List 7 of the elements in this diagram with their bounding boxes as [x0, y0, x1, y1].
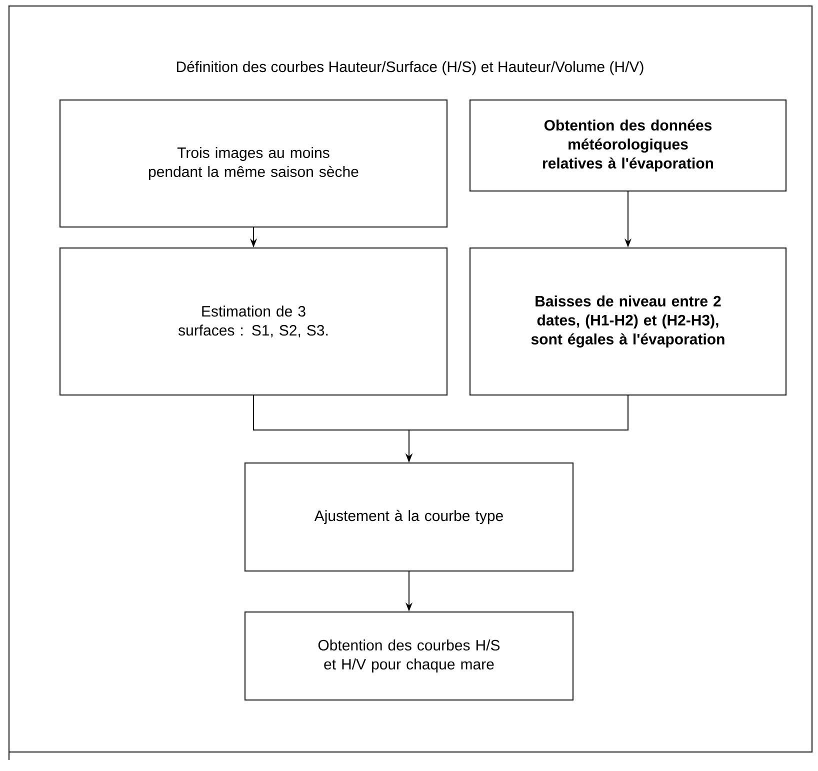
process-box: Obtention des courbes H/S et H/V pour chaque mare — [244, 612, 574, 700]
process-box: Ajustement à la courbe type — [244, 462, 574, 572]
title: Définition des courbes Hauteur/Surface (H/S) et Hauteur/Volume (H/V) — [176, 60, 644, 76]
process-box: Baisses de niveau entre 2 dates, (H1-H2) et (H2-H3), sont égales à l'évaporation — [470, 248, 787, 396]
process-box: Estimation de 3 surfaces : S1, S2, S3. — [60, 248, 448, 396]
process-box: Obtention des données météorologiques relatives à l'évaporation — [470, 100, 787, 192]
process-box: Trois images au moins pendant la même saison sèche — [60, 100, 448, 228]
